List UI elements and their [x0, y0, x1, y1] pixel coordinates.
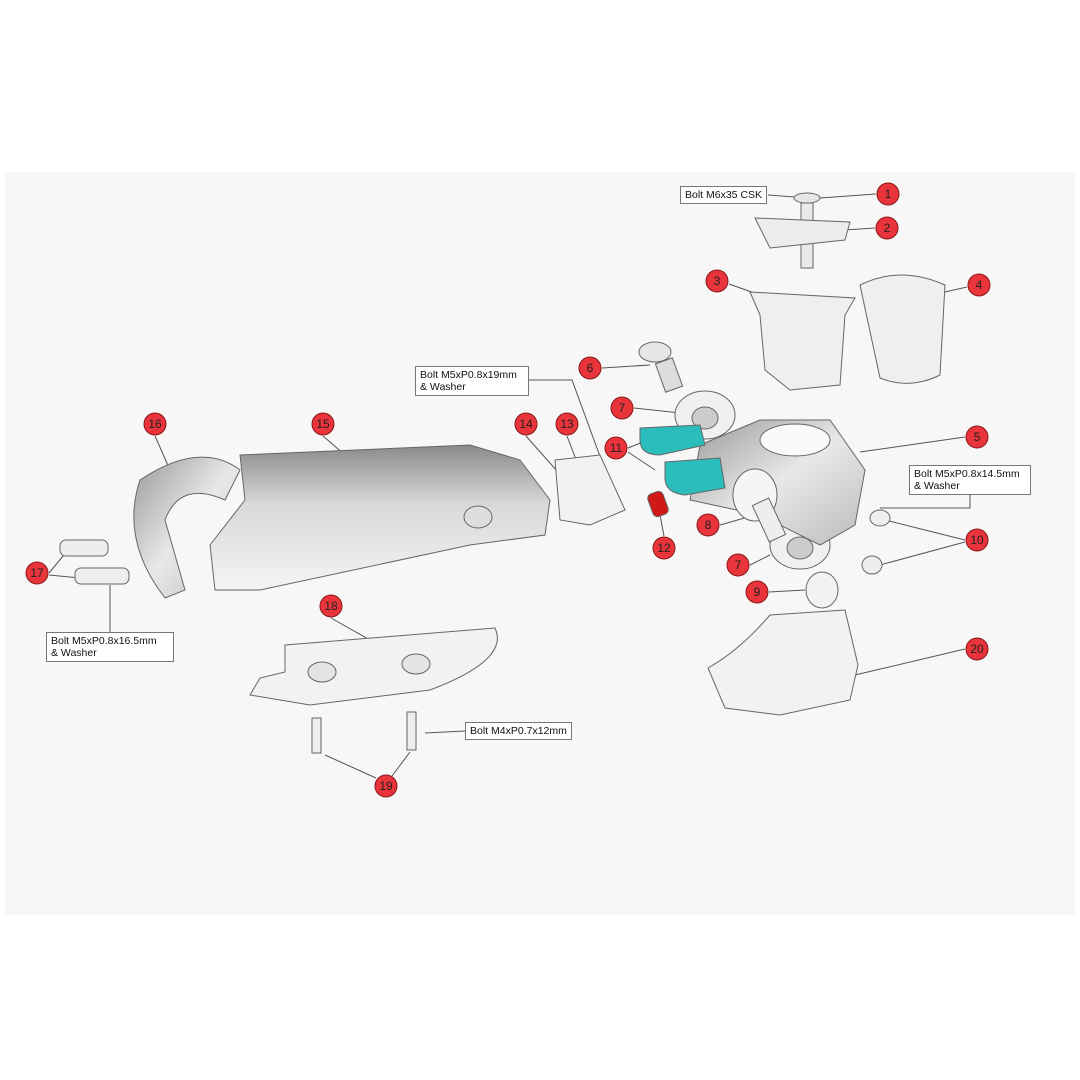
- callout-8[interactable]: 8: [696, 513, 720, 537]
- callout-19[interactable]: 19: [374, 774, 398, 798]
- callouts: 1 2 3 4 5 6 7 7 8 9 10 11 12 13 14 15 16…: [25, 182, 991, 798]
- callout-number: 17: [30, 566, 44, 580]
- label-bolt-m5-16-5mm: Bolt M5xP0.8x16.5mm & Washer: [46, 632, 174, 662]
- callout-3[interactable]: 3: [705, 269, 729, 293]
- callout-number: 16: [148, 417, 162, 431]
- callout-number: 14: [519, 417, 533, 431]
- callout-20[interactable]: 20: [965, 637, 989, 661]
- callout-number: 13: [560, 417, 574, 431]
- callout-18[interactable]: 18: [319, 594, 343, 618]
- label-bolt-m4: Bolt M4xP0.7x12mm: [465, 722, 572, 740]
- callout-number: 9: [754, 585, 761, 599]
- callout-number: 15: [316, 417, 330, 431]
- label-bolt-m5-19mm: Bolt M5xP0.8x19mm & Washer: [415, 366, 529, 396]
- callout-number: 1: [885, 187, 892, 201]
- callout-13[interactable]: 13: [555, 412, 579, 436]
- callout-11[interactable]: 11: [604, 436, 628, 460]
- callout-number: 19: [379, 779, 393, 793]
- callout-number: 5: [974, 430, 981, 444]
- callout-9[interactable]: 9: [745, 580, 769, 604]
- callout-12[interactable]: 12: [652, 536, 676, 560]
- callout-number: 12: [657, 541, 671, 555]
- callout-number: 3: [714, 274, 721, 288]
- callout-10[interactable]: 10: [965, 528, 989, 552]
- callout-1[interactable]: 1: [876, 182, 900, 206]
- callout-6[interactable]: 6: [578, 356, 602, 380]
- callout-number: 7: [735, 558, 742, 572]
- callout-7-upper[interactable]: 7: [610, 396, 634, 420]
- callout-number: 10: [970, 533, 984, 547]
- callout-number: 2: [884, 221, 891, 235]
- callout-number: 6: [587, 361, 594, 375]
- label-bolt-m5-14-5mm: Bolt M5xP0.8x14.5mm & Washer: [909, 465, 1031, 495]
- callout-15[interactable]: 15: [311, 412, 335, 436]
- callout-number: 7: [619, 401, 626, 415]
- callout-4[interactable]: 4: [967, 273, 991, 297]
- callout-2[interactable]: 2: [875, 216, 899, 240]
- label-bolt-m6x35: Bolt M6x35 CSK: [680, 186, 768, 204]
- callout-number: 20: [970, 642, 984, 656]
- callout-14[interactable]: 14: [514, 412, 538, 436]
- callout-number: 8: [705, 518, 712, 532]
- parts: [59, 192, 946, 754]
- callout-16[interactable]: 16: [143, 412, 167, 436]
- callout-number: 18: [324, 599, 338, 613]
- callout-number: 11: [610, 441, 623, 455]
- callout-17[interactable]: 17: [25, 561, 49, 585]
- callout-5[interactable]: 5: [965, 425, 989, 449]
- callout-number: 4: [976, 278, 983, 292]
- leader-lines: [48, 193, 971, 779]
- callout-7-lower[interactable]: 7: [726, 553, 750, 577]
